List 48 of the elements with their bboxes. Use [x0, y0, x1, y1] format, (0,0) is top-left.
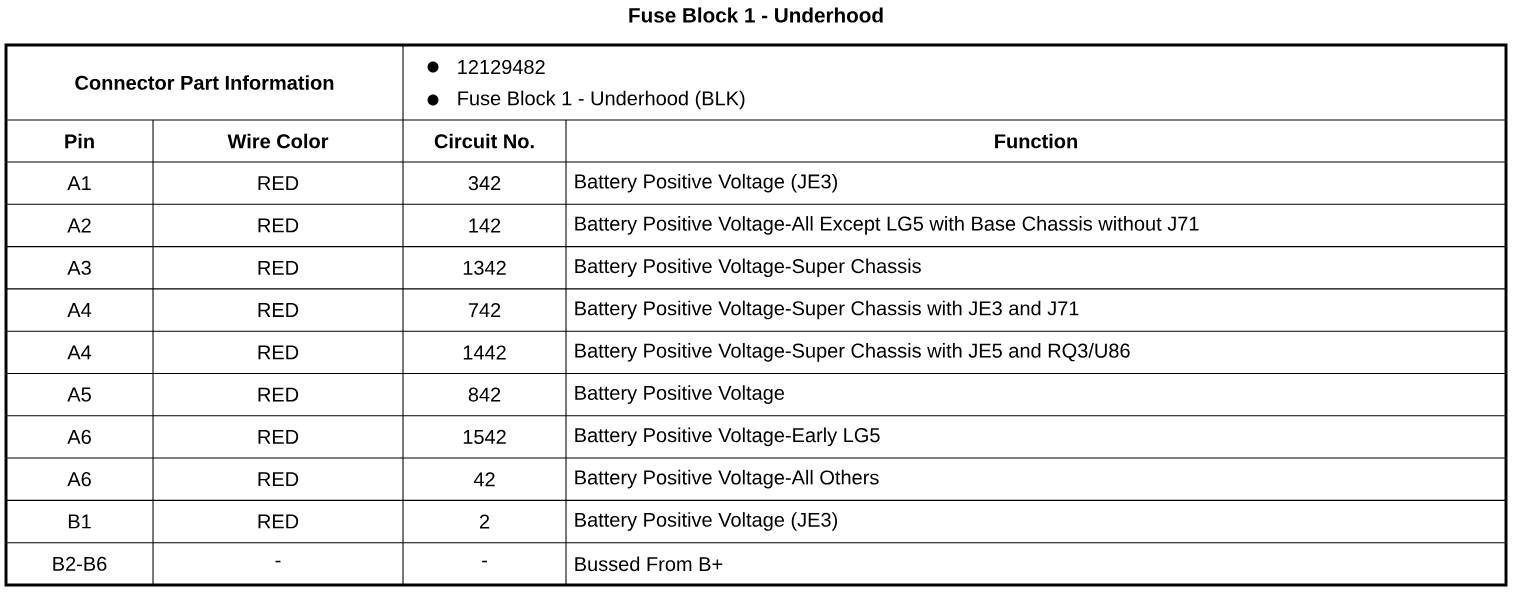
cell-text: Battery Positive Voltage (JE3)	[575, 173, 837, 193]
cell-text: RED	[258, 472, 299, 487]
cell-text: RED	[258, 430, 299, 444]
cell-text: RED	[258, 303, 299, 317]
cell-text: 1342	[463, 260, 506, 275]
title: Fuse Block 1 - Underhood	[629, 7, 883, 23]
cell-text: A1	[67, 176, 91, 191]
cell-text: Battery Positive Voltage-All Except LG5 with Base Chassis without J71	[575, 216, 1199, 235]
cell-text: A4	[67, 345, 92, 360]
cell-text: RED	[258, 218, 299, 233]
cell-text: 1442	[463, 345, 506, 360]
cell-text: A5	[67, 387, 91, 402]
cell-text: A6	[67, 429, 91, 444]
cell-text: Battery Positive Voltage-Super Chassis	[575, 258, 921, 278]
cell-text: Battery Positive Voltage-Early LG5	[575, 427, 880, 447]
cell-text: RED	[258, 176, 299, 191]
cell-text: 742	[468, 303, 501, 317]
cell-text: 142	[469, 218, 501, 233]
cell-text: Battery Positive Voltage	[575, 385, 785, 404]
cell-text: RED	[258, 260, 299, 275]
cell-text: A3	[67, 260, 91, 275]
cell-text: -	[482, 560, 487, 563]
cell-text: B1	[68, 514, 91, 529]
row-header: Connector Part Information	[75, 75, 334, 90]
cell-text: 42	[473, 472, 495, 487]
cell-text: RED	[258, 387, 299, 402]
cell-text: A2	[67, 218, 91, 233]
cell-text: Battery Positive Voltage-Super Chassis with JE3 and J71	[575, 300, 1079, 320]
cell-text: Battery Positive Voltage (JE3)	[575, 512, 837, 531]
cell-text: A6	[67, 472, 91, 487]
column-header: Function	[995, 133, 1077, 149]
cell-text: Battery Positive Voltage-All Others	[575, 469, 879, 489]
cell-text: RED	[258, 514, 299, 529]
column-header: Wire Color	[227, 133, 329, 149]
cell-text: Battery Positive Voltage-Super Chassis with JE5 and RQ3/U86	[575, 343, 1130, 362]
bullet-item: Fuse Block 1 - Underhood (BLK)	[427, 90, 745, 110]
cell-text: RED	[258, 345, 299, 360]
column-header: Pin	[65, 133, 94, 149]
cell-text: Bussed From B+	[575, 556, 723, 572]
cell-text: A4	[67, 303, 92, 317]
cell-text: B2-B6	[53, 556, 107, 571]
cell-text: -	[275, 560, 281, 563]
bullet-item: 12129482	[427, 59, 545, 75]
cell-text: 342	[468, 176, 501, 191]
cell-text: 842	[468, 387, 501, 402]
column-header: Circuit No.	[434, 133, 534, 149]
cell-text: 2	[479, 514, 490, 529]
cell-text: 1542	[463, 429, 506, 444]
